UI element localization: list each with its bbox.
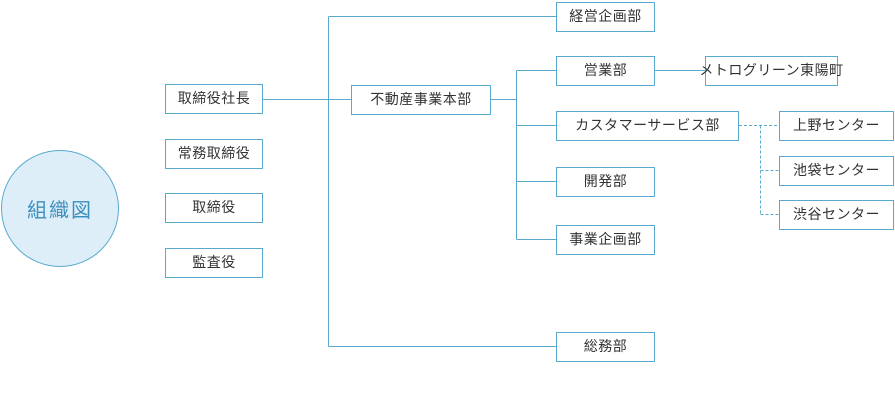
node-corporate-planning: 経営企画部	[556, 2, 655, 32]
node-customer-service: カスタマーサービス部	[556, 111, 739, 141]
org-chart-title: 組織図	[1, 150, 119, 267]
node-auditor: 監査役	[165, 248, 263, 278]
node-ikebukuro-center: 池袋センター	[779, 156, 894, 186]
node-sales-branch: メトログリーン東陽町	[699, 56, 843, 86]
node-managing-director: 常務取締役	[165, 139, 263, 169]
node-development: 開発部	[556, 167, 655, 197]
node-ueno-center: 上野センター	[779, 111, 894, 141]
node-shibuya-center: 渋谷センター	[779, 200, 894, 230]
node-sales: 営業部	[556, 56, 655, 86]
node-real-estate-division: 不動産事業本部	[351, 85, 491, 115]
node-business-planning: 事業企画部	[556, 225, 655, 255]
node-general-affairs: 総務部	[556, 332, 655, 362]
node-director: 取締役	[165, 193, 263, 223]
node-president: 取締役社長	[165, 84, 263, 114]
